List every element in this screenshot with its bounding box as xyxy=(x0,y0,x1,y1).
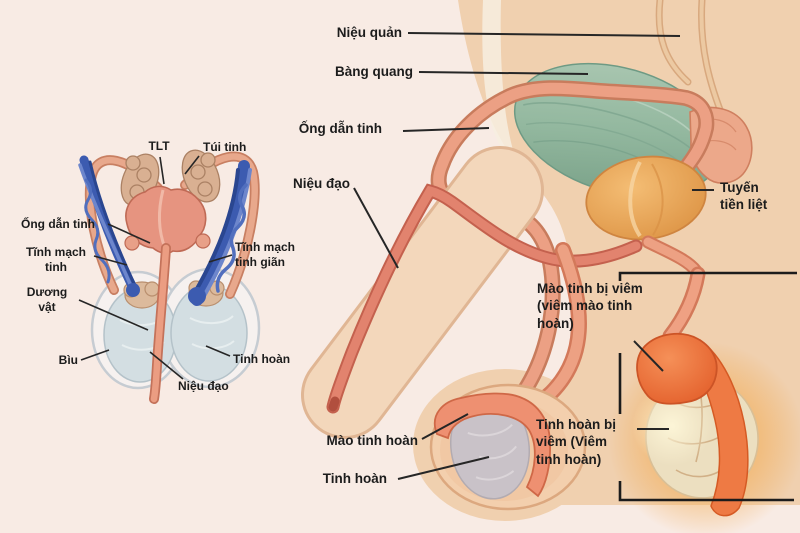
label-tinh-mach-tinh-gian: Tĩnh mạch tinh giãn xyxy=(235,240,296,269)
leader-lines-right xyxy=(353,32,714,480)
label-tinh-hoan-bi-viem: Tinh hoàn bị viêm (Viêm tinh hoàn) xyxy=(536,417,616,467)
urethra-tube xyxy=(326,183,643,414)
prostate-shape xyxy=(585,155,707,241)
label-tui-tinh: Túi tinh xyxy=(203,140,247,154)
label-mao-tinh-bi-viem: Mào tinh bị viêm (viêm mào tinh hoàn) xyxy=(537,281,643,331)
label-nieu-dao-left: Niệu đạo xyxy=(178,379,229,393)
label-tinh-hoan-left: Tinh hoàn xyxy=(233,352,291,366)
label-biu: Bìu xyxy=(58,353,78,367)
leader-lines-left xyxy=(78,155,233,380)
label-tinh-mach-tinh: Tĩnh mạch tinh xyxy=(25,245,86,274)
frontal-figure xyxy=(78,149,261,404)
epididymis-shape xyxy=(434,392,551,498)
inset-border xyxy=(618,271,797,502)
label-tinh-hoan-right: Tinh hoàn xyxy=(322,471,387,486)
inset-inflamed-testicle xyxy=(608,266,800,533)
label-ong-dan-tinh-right: Ống dẫn tinh xyxy=(298,121,382,136)
label-duong-vat: Dương vật xyxy=(26,285,68,314)
frontal-urethra xyxy=(149,243,171,404)
label-ong-dan-tinh-left: Ống dẫn tinh xyxy=(21,217,95,231)
label-nieu-dao-right: Niệu đạo xyxy=(292,176,350,191)
label-tuyen-tien-liet: Tuyến tiền liệt xyxy=(720,180,768,213)
label-tlt: TLT xyxy=(148,139,170,153)
label-nieu-quan: Niệu quản xyxy=(336,25,402,40)
frontal-prostate xyxy=(124,185,211,254)
label-bang-quang: Bàng quang xyxy=(335,64,413,79)
testicle-shape xyxy=(449,394,531,500)
label-mao-tinh-hoan: Mào tinh hoàn xyxy=(326,433,419,448)
frontal-veins xyxy=(78,155,252,306)
